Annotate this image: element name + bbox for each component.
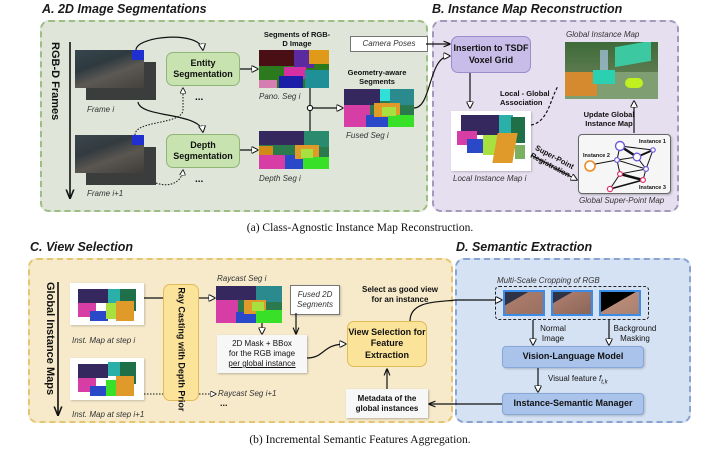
frame-i1-to-depth-dotted xyxy=(155,170,183,186)
multi-scale-label: Multi-Scale Cropping of RGB xyxy=(497,276,600,285)
local-global-association-label: Local - Global Association xyxy=(500,89,550,107)
caption-b: (b) Incremental Semantic Features Aggreg… xyxy=(249,434,471,446)
mask-line-1: 2D Mask + BBox xyxy=(232,339,292,348)
inst-map-step-i1-label: Inst. Map at step i+1 xyxy=(72,410,145,419)
fused-2d-label: Fused 2D Segments xyxy=(296,290,334,309)
visual-feature-subscript: t,k xyxy=(601,379,608,386)
crop-background-masked xyxy=(599,290,641,316)
fused-seg-label: Fused Seg i xyxy=(346,131,389,140)
crop-normal-2 xyxy=(551,290,593,316)
local-global-dashed xyxy=(530,85,559,126)
mask-line-2: for the RGB image xyxy=(228,349,296,358)
visual-feature-label: Visual feature ft,k xyxy=(548,374,608,386)
frame-to-depth-arrow xyxy=(137,101,203,132)
metadata-label: Metadata of the global instances xyxy=(355,393,419,413)
frame-i1-label: Frame i+1 xyxy=(87,189,124,198)
background-masking-text: Background Masking xyxy=(613,324,657,343)
global-instance-map-image xyxy=(565,42,658,99)
crops-group xyxy=(495,286,649,320)
depth-seg-label: Depth Seg i xyxy=(259,174,301,183)
frame-i-label: Frame i xyxy=(87,105,115,114)
pano-seg-label: Pano. Seg i xyxy=(259,92,301,101)
visual-feature-symbol: f xyxy=(599,374,602,383)
inst-map-step-i-image xyxy=(70,283,144,325)
raycast-seg-i-label: Raycast Seg i xyxy=(217,274,267,283)
instance-semantic-manager-box: Instance-Semantic Manager xyxy=(502,393,644,415)
visual-feature-text: Visual feature xyxy=(548,374,597,383)
section-a-title: A. 2D Image Segmentations xyxy=(42,2,207,16)
entity-segmentation-box: Entity Segmentation xyxy=(166,52,240,86)
metadata-box: Metadata of the global instances xyxy=(346,389,428,418)
depth-segmentation-box: Depth Segmentation xyxy=(166,134,240,168)
camera-poses-label: Camera Poses xyxy=(362,39,416,48)
local-to-superpoint-arrow xyxy=(530,154,577,180)
insertion-tsdf-box: Insertion to TSDF Voxel Grid xyxy=(451,36,531,73)
caption-a: (a) Class-Agnostic Instance Map Reconstr… xyxy=(246,222,474,234)
view-selection-box: View Selection for Feature Extraction xyxy=(347,321,427,367)
inst-map-step-i1-image xyxy=(70,358,144,400)
mask-line-3: per global instance xyxy=(228,359,296,368)
update-global-label: Update Global Instance Map xyxy=(583,110,635,129)
raycast-ellipsis: ... xyxy=(220,398,228,408)
fused-to-insertion-arrow xyxy=(413,56,450,109)
depth-seg-image xyxy=(259,131,329,169)
crop-normal-1 xyxy=(503,290,545,316)
fused-2d-segments-box: Fused 2D Segments xyxy=(290,285,340,315)
depth-ellipsis: ... xyxy=(195,174,204,185)
frame-i-image xyxy=(75,50,144,88)
ray-casting-box: Ray Casting with Depth Prior xyxy=(163,284,199,412)
entity-ellipsis: ... xyxy=(195,92,204,103)
instance-2-label: Instance 2 xyxy=(583,153,610,159)
frame-i1-image xyxy=(75,135,144,173)
raycast-seg-i-image xyxy=(216,286,282,323)
local-instance-map-label: Local Instance Map i xyxy=(453,174,527,183)
inst-map-step-i-label: Inst. Map at step i xyxy=(72,336,136,345)
instance-3-label: Instance 3 xyxy=(639,185,666,191)
section-b-title: B. Instance Map Reconstruction xyxy=(432,2,623,16)
normal-image-text: Normal Image xyxy=(540,324,566,343)
viewsel-to-crops-arrow xyxy=(409,300,502,322)
fused-seg-image xyxy=(344,89,414,127)
geometry-aware-header: Geometry-aware Segments xyxy=(347,68,407,86)
instance-1-label: Instance 1 xyxy=(639,139,666,145)
segments-header: Segments of RGB-D Image xyxy=(263,30,331,48)
select-good-view-label: Select as good view for an instance xyxy=(361,285,439,304)
section-d-title: D. Semantic Extraction xyxy=(456,240,593,254)
raycast-seg-i1-label: Raycast Seg i+1 xyxy=(218,389,277,398)
background-masking-label: Background Masking xyxy=(612,324,658,344)
local-instance-map-image xyxy=(451,111,531,171)
section-c-title: C. View Selection xyxy=(30,240,134,254)
mask-bbox-box: 2D Mask + BBox for the RGB image per glo… xyxy=(217,335,307,373)
frame-to-entity-arrow xyxy=(135,36,203,50)
global-instance-map-label: Global Instance Map xyxy=(566,30,640,39)
normal-image-label: Normal Image xyxy=(538,324,568,344)
frame-i1-to-entity-dotted xyxy=(134,88,183,136)
vision-language-model-box: Vision-Language Model xyxy=(502,346,644,368)
pano-seg-image xyxy=(259,50,329,88)
super-point-graph xyxy=(584,140,656,193)
mask-to-viewsel-arrow xyxy=(306,344,346,359)
global-super-point-map-label: Global Super-Point Map xyxy=(579,196,665,205)
fuse-node xyxy=(306,104,314,112)
